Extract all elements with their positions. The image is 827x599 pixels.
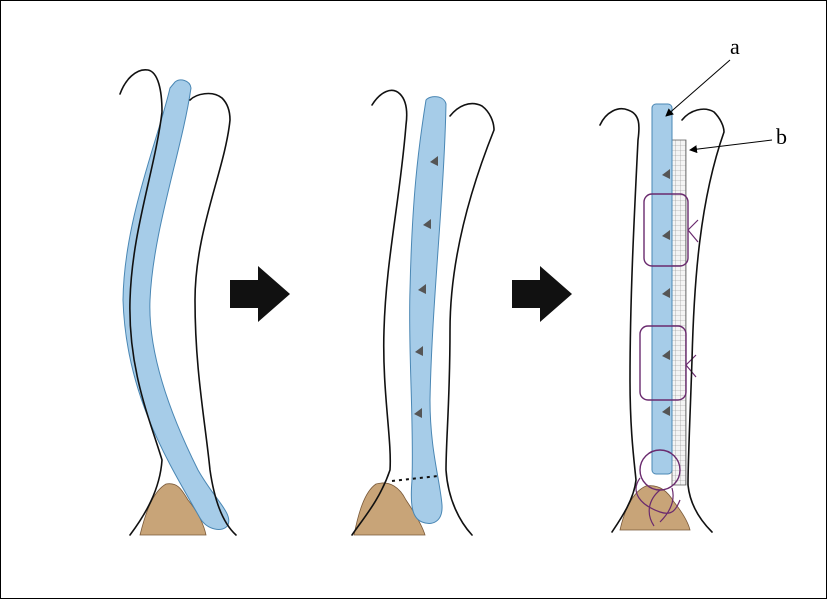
panel-1 (119, 69, 237, 536)
label-b: b (776, 124, 787, 149)
right-arrow-icon (230, 266, 290, 322)
outline-left (119, 69, 163, 536)
panel-2 (351, 89, 495, 536)
graft-tube (122, 79, 230, 530)
graft-barbs (662, 169, 670, 416)
panel-3: a b (599, 34, 787, 533)
outline-left (351, 89, 408, 536)
bone-base (353, 482, 426, 536)
outline-right (189, 92, 237, 536)
outline-right (681, 108, 725, 533)
outline-right (445, 102, 495, 536)
right-arrow-icon (512, 266, 572, 322)
graft-barbs (414, 156, 438, 418)
suture-knot (687, 219, 699, 243)
suture-tail (635, 477, 681, 527)
resection-line (391, 475, 439, 482)
graft-tube (651, 103, 673, 475)
graft-tube (409, 96, 447, 524)
suture-loop (639, 325, 687, 401)
pointer-a (665, 59, 731, 117)
outline-left (599, 108, 640, 533)
bone-base (619, 485, 691, 531)
label-a: a (730, 34, 740, 59)
mesh-strip (671, 139, 687, 486)
pointer-b (689, 139, 773, 154)
